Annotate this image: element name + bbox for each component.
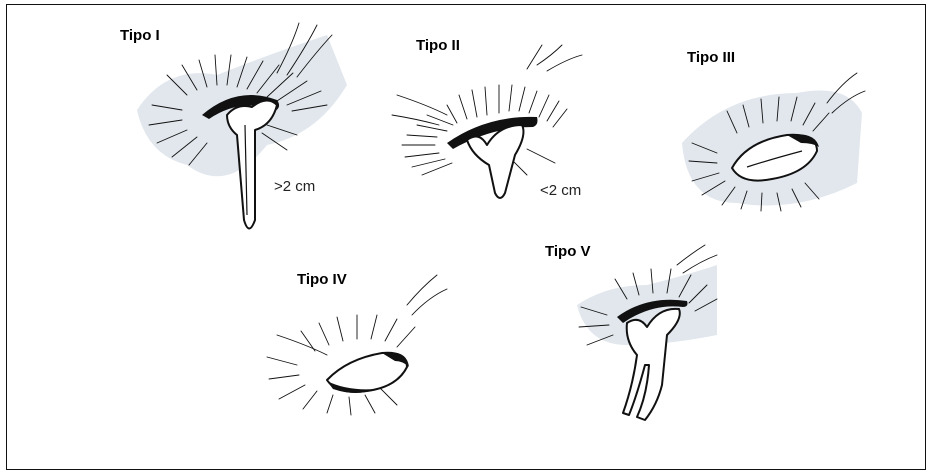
- tipo-3-illustration: [677, 63, 867, 213]
- tipo-2-measure: <2 cm: [540, 182, 581, 199]
- tipo-1-illustration: [127, 15, 357, 245]
- figure-frame: Tipo I >2 cm Tipo II: [6, 4, 926, 470]
- tipo-4-illustration: [257, 275, 457, 415]
- tipo-5-illustration: [567, 245, 727, 425]
- tipo-1-measure: >2 cm: [274, 178, 315, 195]
